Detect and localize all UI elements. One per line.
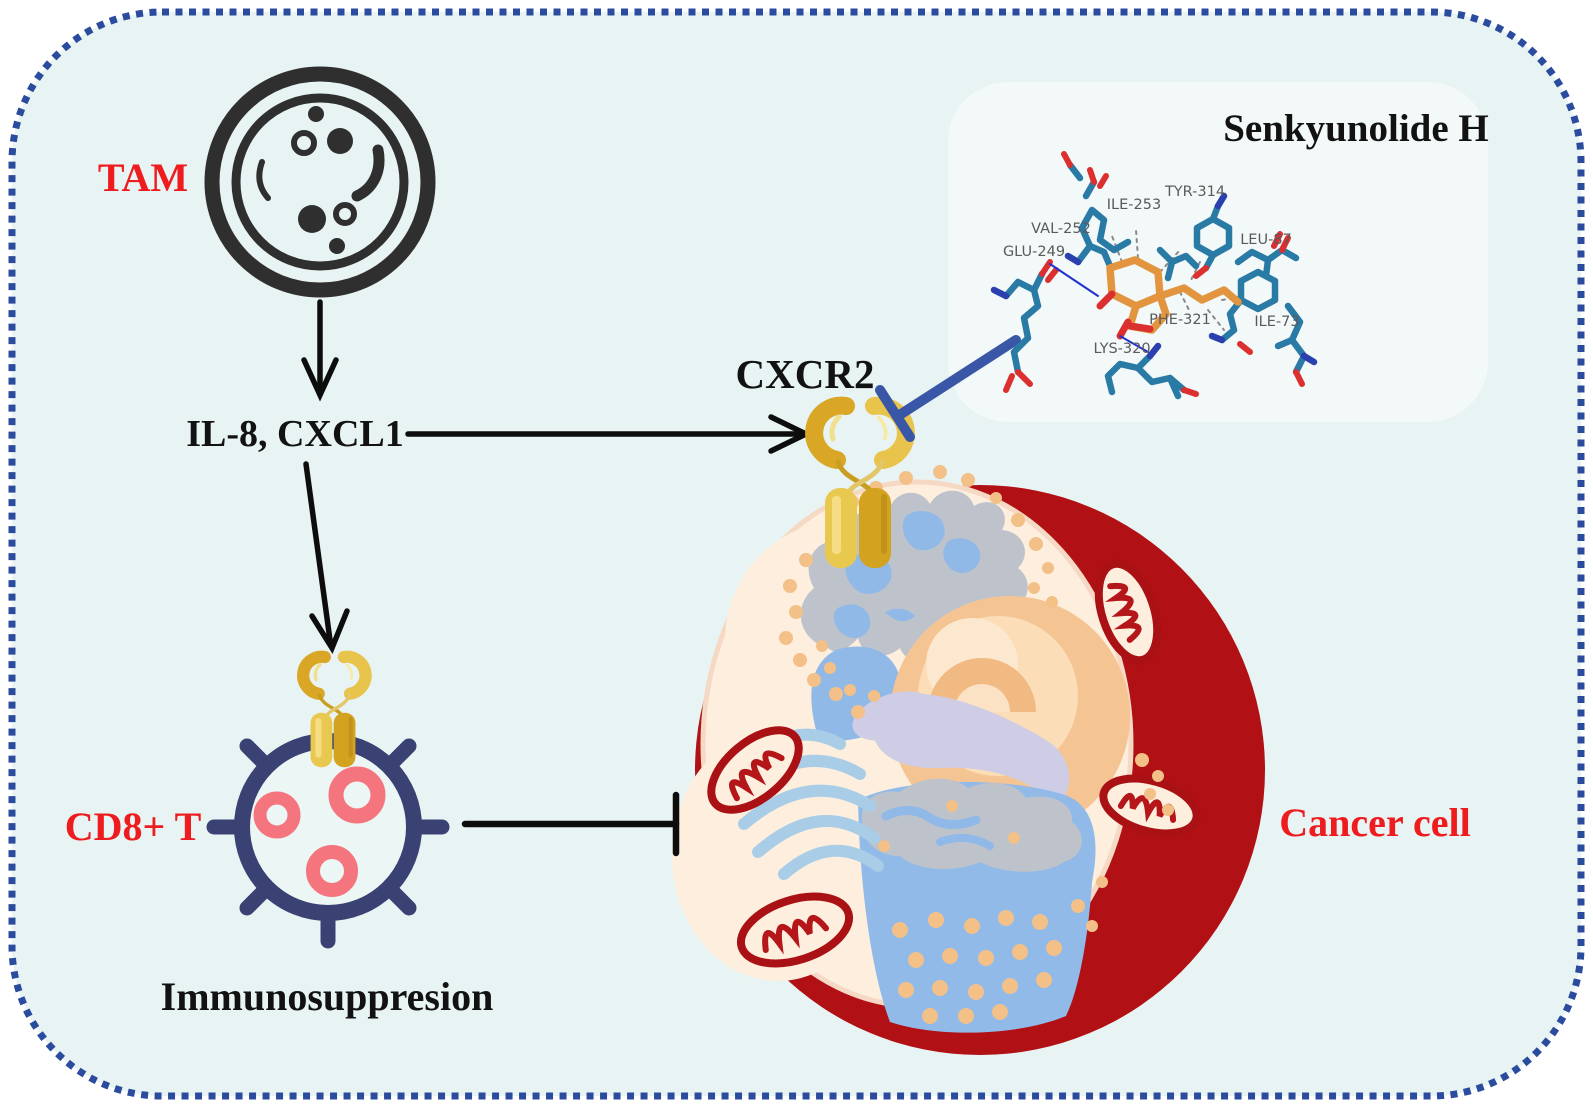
cytoplasm-dots xyxy=(779,465,1174,1024)
cd8-t-cell xyxy=(206,657,450,949)
residue-label-ile73: ILE-73 xyxy=(1254,314,1299,330)
tam-petri-dish-icon xyxy=(204,66,436,298)
nuclear-lavender-body xyxy=(852,691,1070,806)
residue-label-val252: VAL-252 xyxy=(1031,221,1091,237)
t-cell-granules xyxy=(253,766,386,897)
docking-pose xyxy=(990,151,1318,400)
arrow-il8-to-cd8t xyxy=(303,461,350,655)
mitochondria xyxy=(707,559,1201,968)
senkyunolide-inhibition-tee xyxy=(875,335,1021,442)
cancer-cell-illustration xyxy=(672,465,1265,1055)
residue-label-lys320: LYS-320 xyxy=(1093,341,1150,357)
cancer-cell-label: Cancer cell xyxy=(1279,800,1470,845)
residue-label-phe321: PHE-321 xyxy=(1149,312,1211,328)
residue-label-ile253: ILE-253 xyxy=(1107,197,1161,213)
residue-label-glu249: GLU-249 xyxy=(1003,244,1065,260)
senkyunolide-h-label: Senkyunolide H xyxy=(1223,107,1489,150)
bottom-vesicle xyxy=(858,778,1096,1033)
tam-label: TAM xyxy=(98,155,188,200)
cxcr2-label: CXCR2 xyxy=(736,351,875,397)
dotted-border xyxy=(8,8,1585,1100)
il8-cxcl1-label: IL-8, CXCL1 xyxy=(186,413,403,455)
residue-label-tyr314: TYR-314 xyxy=(1164,184,1225,200)
tcell-inhibition-tee xyxy=(461,791,680,857)
immunosuppression-label: Immunosuppresion xyxy=(161,974,494,1019)
residue-labels: GLU-249 VAL-252 ILE-253 TYR-314 LEU-87 P… xyxy=(1003,184,1300,357)
arrow-tam-to-il8 xyxy=(301,299,339,402)
cd8-t-label: CD8+ T xyxy=(65,804,202,849)
residue-label-leu87: LEU-87 xyxy=(1240,232,1292,248)
